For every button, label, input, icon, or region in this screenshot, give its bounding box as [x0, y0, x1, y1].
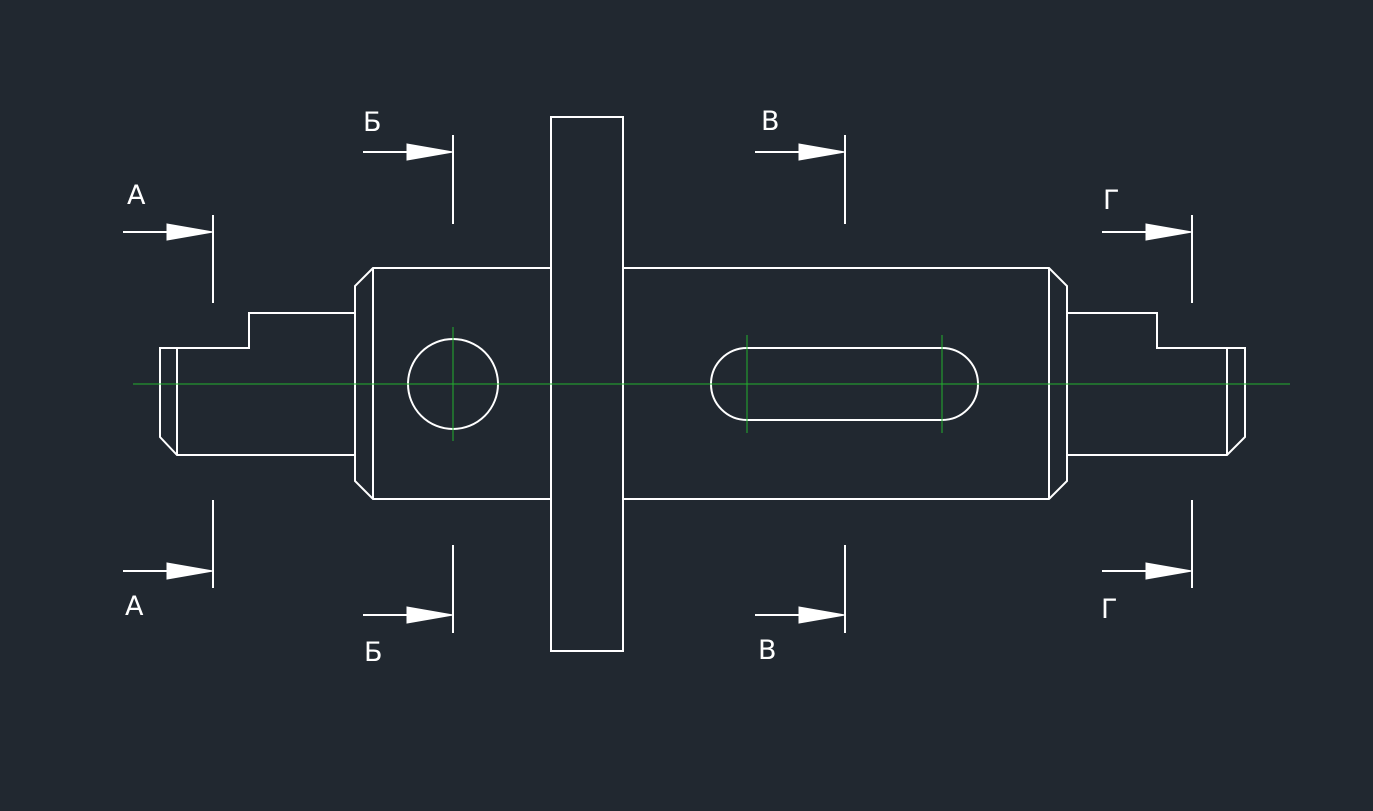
arrow-head-icon — [1145, 223, 1193, 241]
arrow-head-icon — [1145, 562, 1193, 580]
section-marker-a-top: А — [123, 180, 214, 303]
section-marker-g-top: Г — [1102, 185, 1193, 303]
section-label-g-top: Г — [1103, 185, 1119, 216]
section-label-b-bottom: Б — [364, 637, 383, 668]
section-marker-a-bottom: А — [123, 500, 214, 622]
arrow-head-icon — [406, 606, 454, 624]
arrow-head-icon — [798, 606, 846, 624]
section-marker-v-top: В — [755, 106, 846, 224]
section-marker-b-top: Б — [363, 107, 454, 224]
arrow-head-icon — [406, 143, 454, 161]
section-marker-g-bottom: Г — [1101, 500, 1193, 625]
arrow-head-icon — [166, 223, 214, 241]
section-marker-v-bottom: В — [755, 545, 846, 666]
section-marker-b-bottom: Б — [363, 545, 454, 668]
section-label-v-top: В — [761, 106, 780, 137]
centerlines — [133, 327, 1290, 441]
section-label-v-bottom: В — [758, 635, 777, 666]
arrow-head-icon — [798, 143, 846, 161]
arrow-head-icon — [166, 562, 214, 580]
section-label-b-top: Б — [363, 107, 382, 138]
section-label-a-top: А — [127, 180, 146, 211]
section-label-g-bottom: Г — [1101, 594, 1117, 625]
section-label-a-bottom: А — [125, 591, 144, 622]
